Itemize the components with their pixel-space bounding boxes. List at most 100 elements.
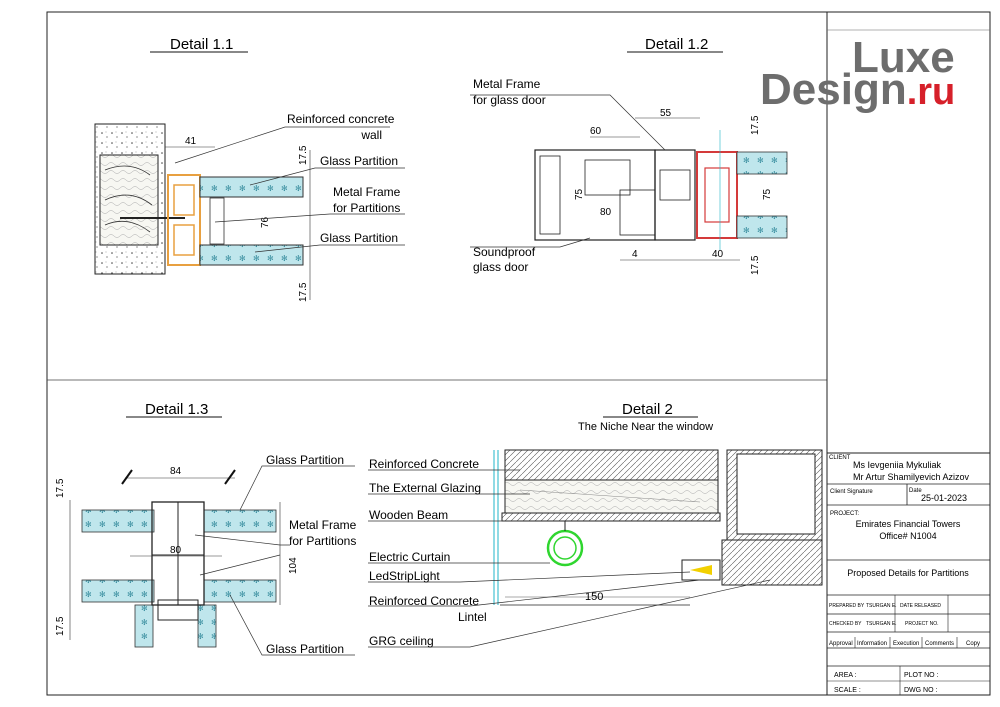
label-glass-bottom: Glass Partition — [320, 231, 398, 245]
client-name-2: Mr Artur Shamilyevich Azizov — [853, 472, 970, 482]
electric-curtain — [546, 529, 584, 567]
glass-right-top — [203, 509, 277, 533]
label-beam: Wooden Beam — [369, 508, 448, 522]
dim-4: 4 — [632, 249, 638, 260]
label-door-1: Soundproof — [473, 245, 536, 259]
signature-label: Client Signature — [830, 489, 873, 495]
led-strip — [681, 559, 721, 581]
label-frame-2: for Partitions — [333, 201, 400, 215]
detail-2-title: Detail 2 — [622, 401, 673, 418]
label-door-2: glass door — [473, 260, 528, 274]
dim-41: 41 — [185, 136, 197, 147]
glass-left-bottom — [81, 579, 155, 603]
prepared-label: PREPARED BY — [829, 603, 865, 609]
project-no-label: PROJECT NO. — [905, 621, 939, 627]
logo-line2-main: Design — [760, 65, 907, 114]
label-glass-bottom: Glass Partition — [266, 642, 344, 656]
label-glazing: The External Glazing — [369, 481, 481, 495]
dim-84: 84 — [170, 466, 182, 477]
glass-top — [736, 151, 788, 175]
wooden-beam — [504, 479, 719, 514]
status-approval: Approval — [829, 641, 853, 647]
detail-1-1: Detail 1.1 41 17.5 76 17.5 Reinforced co… — [94, 36, 405, 302]
scale-label: SCALE : — [834, 687, 861, 694]
sheet-frame — [46, 11, 991, 696]
orange-frame — [167, 174, 201, 266]
status-comments: Comments — [925, 641, 954, 647]
label-frame-1: Metal Frame — [289, 518, 357, 532]
logo-line1: Luxe — [852, 33, 955, 82]
status-execution: Execution — [893, 641, 919, 647]
title-block: CLIENT Ms Ievgeniia Mykuliak Mr Artur Sh… — [826, 452, 991, 696]
drawing-title: Proposed Details for Partitions — [847, 568, 969, 578]
detail-1-1-title: Detail 1.1 — [170, 36, 233, 53]
svg-text:Design.ru: Design.ru — [760, 65, 955, 114]
dim-40: 40 — [712, 249, 724, 260]
dim-104: 104 — [288, 557, 299, 574]
dim-17-5-top: 17.5 — [298, 145, 309, 165]
label-grg: GRG ceiling — [369, 634, 434, 648]
dim-60: 60 — [590, 126, 602, 137]
dim-17-5-top: 17.5 — [55, 478, 66, 498]
dim-80: 80 — [600, 207, 612, 218]
detail-2: Detail 2 The Niche Near the window 150 — [368, 401, 823, 648]
dim-17-5-bottom: 17.5 — [750, 255, 761, 275]
dim-80: 80 — [170, 545, 182, 556]
plot-label: PLOT NO : — [904, 672, 939, 679]
label-frame-1: Metal Frame — [473, 77, 541, 91]
date-label: Date — [909, 488, 922, 494]
logo-line2-suffix: .ru — [907, 71, 956, 113]
label-rc: Reinforced Concrete — [369, 457, 479, 471]
dim-76: 76 — [260, 216, 271, 228]
detail-1-2-title: Detail 1.2 — [645, 36, 708, 53]
label-glass-top: Glass Partition — [266, 453, 344, 467]
reinforced-concrete-slab — [504, 449, 719, 481]
dim-17-5-bottom: 17.5 — [55, 616, 66, 636]
status-copy: Copy — [966, 641, 980, 647]
status-information: Information — [857, 641, 887, 647]
label-frame-2: for Partitions — [289, 534, 356, 548]
glass-left-top — [81, 509, 155, 533]
project-name-2: Office# N1004 — [879, 531, 936, 541]
timber-block — [99, 154, 159, 246]
dim-17-5-top: 17.5 — [750, 115, 761, 135]
glass-bottom — [199, 244, 304, 266]
glass-bottom-mullion — [134, 604, 154, 648]
dim-75-left: 75 — [574, 188, 585, 200]
area-label: AREA : — [834, 672, 857, 679]
prepared-value: TSURGAN E. — [866, 603, 897, 609]
red-partition-frame — [696, 151, 738, 239]
glass-right-bottom — [203, 579, 277, 603]
label-curtain: Electric Curtain — [369, 550, 450, 564]
label-rc-wall-2: wall — [360, 128, 382, 142]
dwg-label: DWG NO : — [904, 687, 937, 694]
date-released-label: DATE RELEASED — [900, 603, 941, 609]
label-frame-2: for glass door — [473, 93, 546, 107]
label-frame-1: Metal Frame — [333, 185, 401, 199]
detail-1-3-title: Detail 1.3 — [145, 401, 208, 418]
dim-150: 150 — [585, 591, 603, 603]
dim-55: 55 — [660, 108, 672, 119]
label-lintel-1: Reinforced Concrete — [369, 594, 479, 608]
client-name-1: Ms Ievgeniia Mykuliak — [853, 460, 942, 470]
date-value: 25-01-2023 — [921, 493, 967, 503]
checked-value: TSURGAN E. — [866, 621, 897, 627]
label-glass-top: Glass Partition — [320, 154, 398, 168]
project-label: PROJECT: — [830, 511, 859, 517]
luxe-design-logo: Luxe Design.ru — [760, 33, 955, 114]
detail-1-3: Detail 1.3 84 80 104 17.5 17.5 Glass Par… — [55, 401, 357, 656]
client-label: CLIENT — [829, 455, 851, 461]
glass-bottom — [736, 215, 788, 239]
door-frame — [654, 149, 696, 241]
checked-label: CHECKED BY — [829, 621, 862, 627]
glass-top — [199, 176, 304, 198]
label-led: LedStripLight — [369, 569, 440, 583]
detail-1-2: Detail 1.2 55 60 17.5 75 80 75 4 40 17.5… — [470, 36, 788, 275]
label-rc-wall-1: Reinforced concrete — [287, 112, 395, 126]
project-name-1: Emirates Financial Towers — [856, 519, 961, 529]
dim-75-right: 75 — [762, 188, 773, 200]
label-lintel-2: Lintel — [458, 610, 487, 624]
dim-17-5-bottom: 17.5 — [298, 282, 309, 302]
detail-2-subtitle: The Niche Near the window — [578, 421, 713, 433]
